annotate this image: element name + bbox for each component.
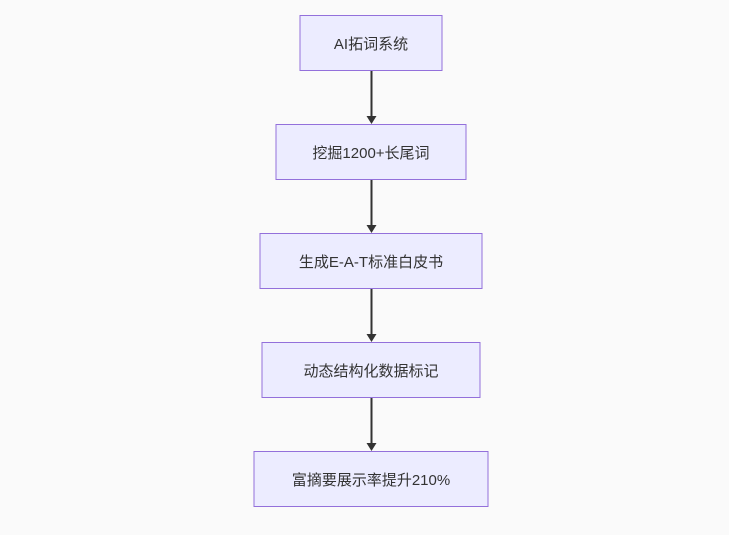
arrow-line xyxy=(370,289,372,334)
arrowhead-down-icon xyxy=(366,116,376,124)
flow-node-ai-keyword-system: AI拓词系统 xyxy=(299,15,443,71)
arrowhead-down-icon xyxy=(366,334,376,342)
arrowhead-down-icon xyxy=(366,225,376,233)
flow-arrow-3 xyxy=(366,289,376,342)
arrowhead-down-icon xyxy=(366,443,376,451)
flow-node-label: 富摘要展示率提升210% xyxy=(291,471,451,489)
flow-arrow-4 xyxy=(366,398,376,451)
flow-node-label: 动态结构化数据标记 xyxy=(303,362,439,380)
flow-arrow-1 xyxy=(366,71,376,124)
flow-node-label: AI拓词系统 xyxy=(333,35,409,53)
flow-node-label: 生成E-A-T标准白皮书 xyxy=(298,253,444,271)
flow-node-longtail-mining: 挖掘1200+长尾词 xyxy=(275,124,467,180)
flow-node-structured-data-markup: 动态结构化数据标记 xyxy=(261,342,481,398)
flowchart-column: AI拓词系统 挖掘1200+长尾词 生成E-A-T标准白皮书 动态结构化数据标记 xyxy=(253,15,489,507)
flow-node-label: 挖掘1200+长尾词 xyxy=(312,144,430,162)
flow-arrow-2 xyxy=(366,180,376,233)
flow-node-eat-whitepaper: 生成E-A-T标准白皮书 xyxy=(259,233,483,289)
arrow-line xyxy=(370,71,372,116)
arrow-line xyxy=(370,398,372,443)
flow-node-rich-snippet-rate: 富摘要展示率提升210% xyxy=(253,451,489,507)
arrow-line xyxy=(370,180,372,225)
